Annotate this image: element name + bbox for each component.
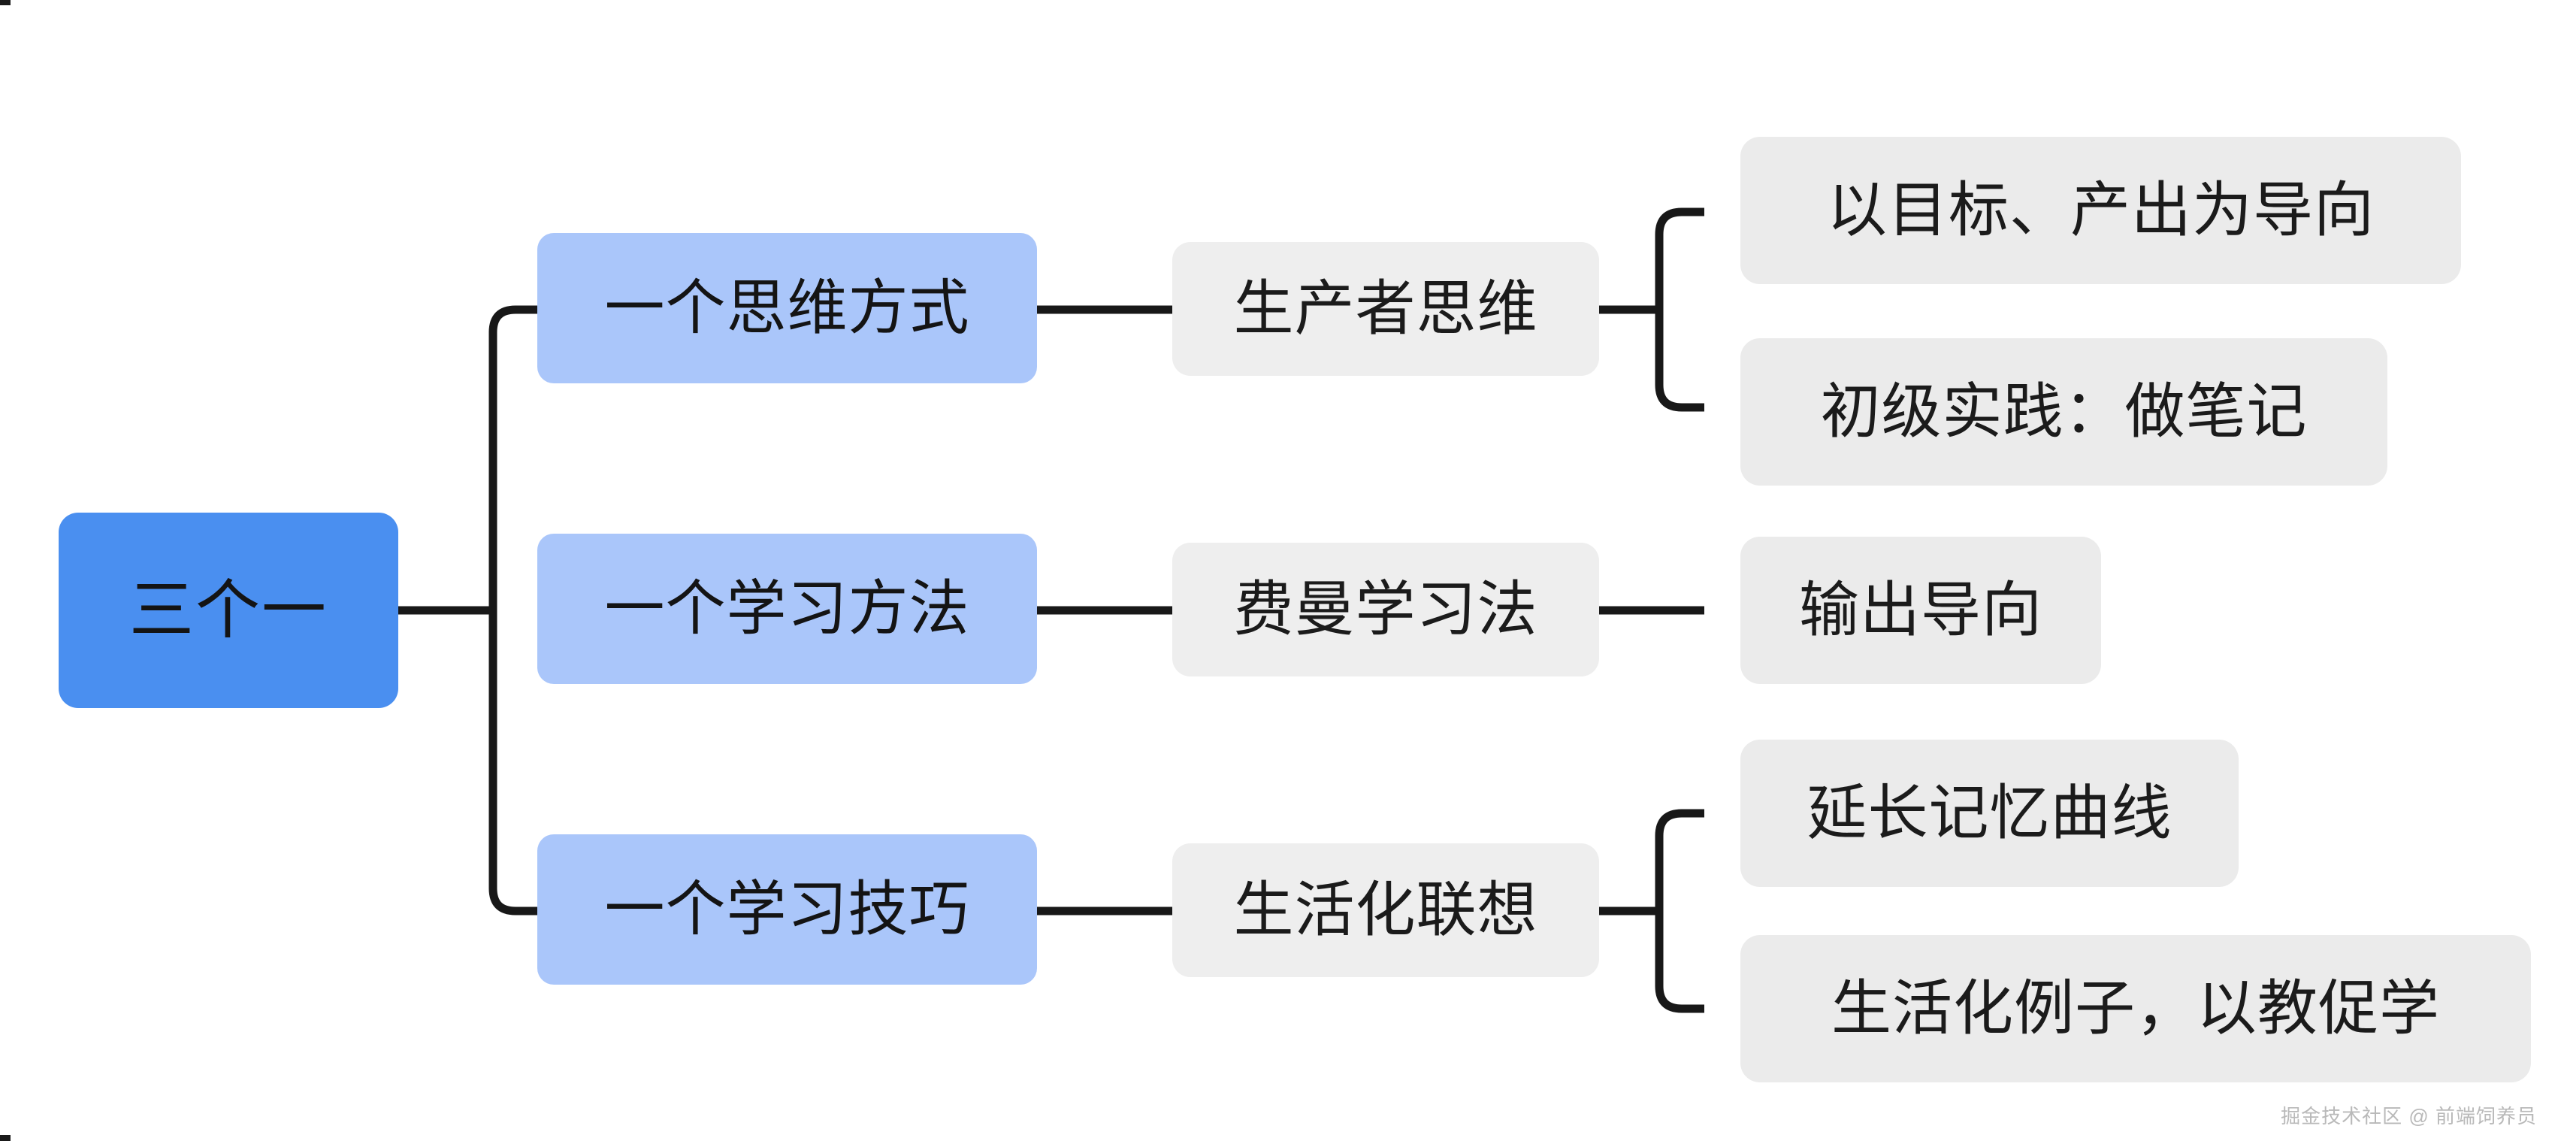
leaf-node-1-2[interactable]: 初级实践：做笔记	[1740, 338, 2387, 486]
leaf-node-3-2-label: 生活化例子，以教促学	[1831, 975, 2440, 1042]
edge-mark-bottom-left	[0, 1135, 11, 1141]
edge-mark-top-left	[0, 0, 11, 5]
connector-child1-bracket	[1655, 207, 1704, 412]
leaf-node-3-1[interactable]: 延长记忆曲线	[1740, 740, 2239, 887]
branch-node-3-label: 一个学习技巧	[604, 876, 970, 943]
leaf-node-2-1-label: 输出导向	[1799, 577, 2042, 643]
child-node-3-label: 生活化联想	[1233, 876, 1538, 943]
branch-node-2[interactable]: 一个学习方法	[537, 534, 1037, 684]
child-node-2-label: 费曼学习法	[1233, 576, 1538, 643]
child-node-3[interactable]: 生活化联想	[1172, 843, 1599, 977]
child-node-1[interactable]: 生产者思维	[1172, 242, 1599, 376]
leaf-node-1-2-label: 初级实践：做笔记	[1820, 378, 2308, 445]
connector-root-trunk	[488, 305, 537, 916]
branch-node-2-label: 一个学习方法	[604, 575, 970, 642]
child-node-2[interactable]: 费曼学习法	[1172, 543, 1599, 676]
root-node-label: 三个一	[129, 574, 328, 646]
leaf-node-2-1[interactable]: 输出导向	[1740, 537, 2101, 684]
child-node-1-label: 生产者思维	[1233, 275, 1538, 342]
branch-node-1-label: 一个思维方式	[604, 274, 970, 341]
branch-node-1[interactable]: 一个思维方式	[537, 233, 1037, 383]
watermark: 掘金技术社区 @ 前端饲养员	[2281, 1105, 2537, 1127]
branch-node-3[interactable]: 一个学习技巧	[537, 834, 1037, 985]
leaf-node-3-1-label: 延长记忆曲线	[1807, 779, 2172, 846]
leaf-node-3-2[interactable]: 生活化例子，以教促学	[1740, 935, 2531, 1082]
connector-child3-bracket	[1655, 809, 1704, 1013]
leaf-node-1-1[interactable]: 以目标、产出为导向	[1740, 137, 2461, 284]
root-node[interactable]: 三个一	[59, 513, 398, 708]
leaf-node-1-1-label: 以目标、产出为导向	[1827, 177, 2375, 244]
